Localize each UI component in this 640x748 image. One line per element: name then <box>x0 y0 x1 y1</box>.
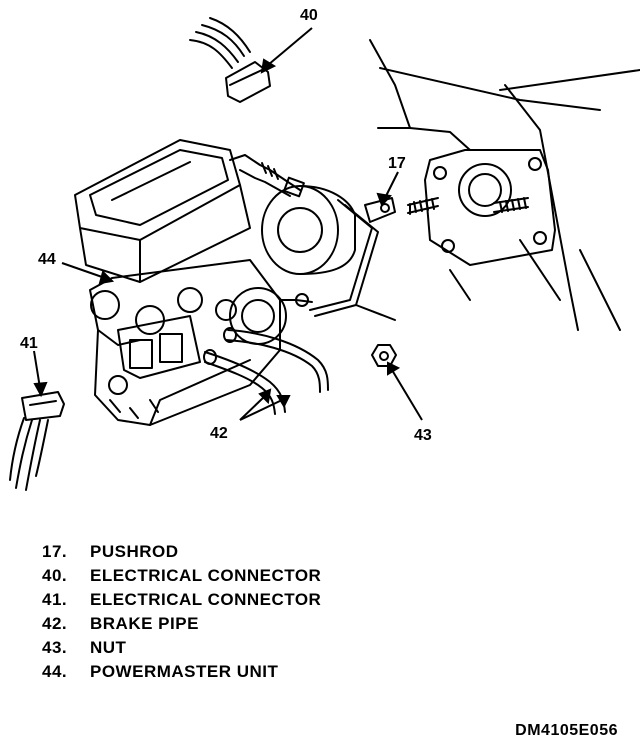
callout-44: 44 <box>38 251 56 268</box>
callout-43: 43 <box>414 427 432 444</box>
powermaster-unit <box>74 139 396 426</box>
legend-label: POWERMASTER UNIT <box>90 662 279 681</box>
callout-42: 42 <box>210 425 228 442</box>
legend-item: 40. ELECTRICAL CONNECTOR <box>42 564 321 588</box>
legend-item: 43. NUT <box>42 636 321 660</box>
callout-41: 41 <box>20 335 38 352</box>
legend-number: 40. <box>42 566 68 585</box>
nut <box>371 344 397 367</box>
mounting-plate <box>407 149 556 266</box>
legend-number: 43. <box>42 638 68 657</box>
legend-number: 17. <box>42 542 68 561</box>
legend-number: 42. <box>42 614 68 633</box>
legend-number: 44. <box>42 662 68 681</box>
firewall-outline <box>369 39 640 331</box>
electrical-connector-40 <box>189 17 271 103</box>
callout-40: 40 <box>300 7 318 24</box>
legend-item: 41. ELECTRICAL CONNECTOR <box>42 588 321 612</box>
electrical-connector-41 <box>9 391 65 491</box>
legend-label: BRAKE PIPE <box>90 614 199 633</box>
legend-item: 42. BRAKE PIPE <box>42 612 321 636</box>
legend-item: 44. POWERMASTER UNIT <box>42 660 321 684</box>
callout-leaders <box>33 27 423 421</box>
legend-label: ELECTRICAL CONNECTOR <box>90 590 322 609</box>
legend-label: NUT <box>90 638 127 657</box>
legend-label: PUSHROD <box>90 542 179 561</box>
powermaster-diagram: 40 17 44 41 42 43 <box>9 7 640 491</box>
legend-number: 41. <box>42 590 68 609</box>
callout-17: 17 <box>388 155 406 172</box>
parts-legend: 17. PUSHROD 40. ELECTRICAL CONNECTOR 41. EL… <box>42 540 321 684</box>
figure-id: DM4105E056 <box>515 722 618 739</box>
legend-label: ELECTRICAL CONNECTOR <box>90 566 322 585</box>
legend-item: 17. PUSHROD <box>42 540 321 564</box>
